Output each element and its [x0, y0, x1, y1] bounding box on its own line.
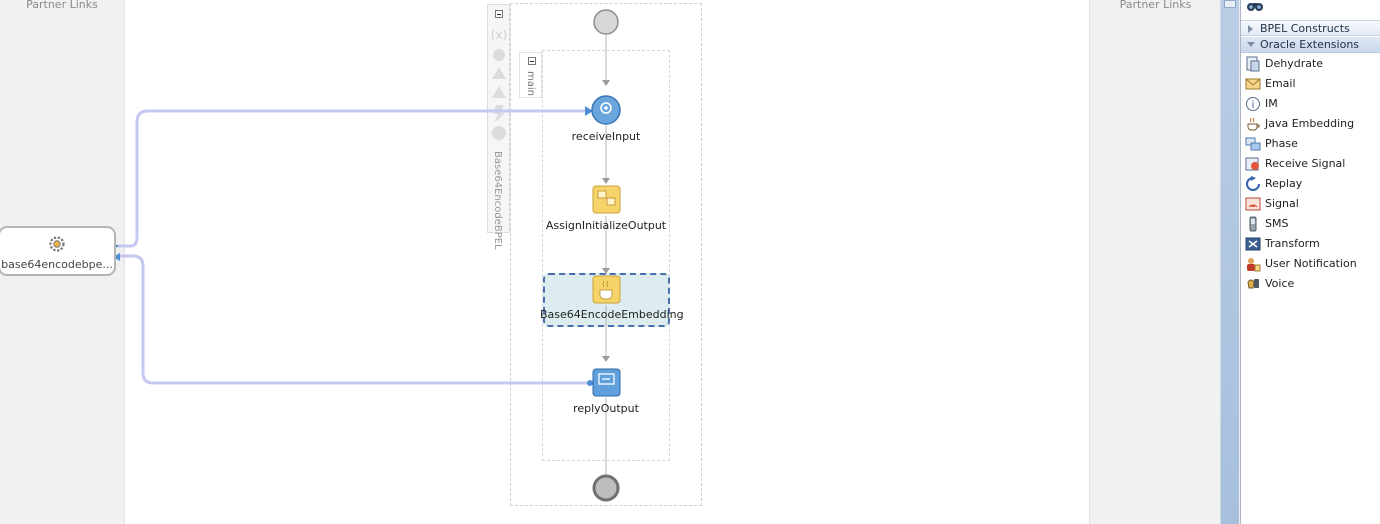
activity-receive-input[interactable]: receiveInput: [571, 130, 641, 143]
component-palette: BPEL Constructs Oracle Extensions Dehydr…: [1240, 0, 1380, 524]
palette-item-label: Voice: [1265, 277, 1295, 290]
expand-arrow-icon: [1248, 25, 1253, 33]
palette-item-email[interactable]: Email: [1241, 74, 1380, 94]
email-icon: [1245, 78, 1261, 90]
palette-item-dehydrate[interactable]: Dehydrate: [1241, 54, 1380, 74]
palette-item-sms[interactable]: SMS: [1241, 214, 1380, 234]
palette-item-transform[interactable]: Transform: [1241, 234, 1380, 254]
scope-name-label: Base64EncodeBPEL: [492, 151, 503, 250]
palette-item-user-notification[interactable]: User Notification: [1241, 254, 1380, 274]
palette-item-signal[interactable]: Signal: [1241, 194, 1380, 214]
receive-signal-icon: [1245, 157, 1259, 171]
collapse-main-button[interactable]: [528, 57, 536, 65]
palette-section-label: Oracle Extensions: [1260, 38, 1360, 51]
gear-icon: [49, 236, 65, 252]
palette-item-java-embedding[interactable]: Java Embedding: [1241, 114, 1380, 134]
activity-reply-output[interactable]: replyOutput: [573, 402, 639, 415]
partner-link-label: base64encodebpe...: [1, 258, 113, 271]
java-embedding-icon: [1247, 117, 1260, 131]
assign-icon: [592, 185, 621, 214]
palette-item-label: Transform: [1265, 237, 1320, 250]
dehydrate-icon: [1246, 56, 1260, 72]
palette-item-receive-signal[interactable]: Receive Signal: [1241, 154, 1380, 174]
svg-text:i: i: [1252, 100, 1255, 111]
palette-item-label: Dehydrate: [1265, 57, 1324, 70]
collapse-arrow-icon: [1247, 42, 1255, 47]
palette-item-replay[interactable]: Replay: [1241, 174, 1380, 194]
svg-text:(x): (x): [491, 28, 507, 42]
reply-icon: [592, 368, 621, 397]
palette-section-label: BPEL Constructs: [1260, 22, 1350, 35]
voice-icon: [1247, 279, 1259, 289]
signal-icon: [1245, 197, 1261, 211]
palette-item-im[interactable]: i IM: [1241, 94, 1380, 114]
partner-links-title-right: Partner Links: [1119, 0, 1192, 11]
collapse-scope-button[interactable]: [495, 10, 503, 18]
palette-item-label: Signal: [1265, 197, 1299, 210]
partner-links-lane-right: Partner Links: [1089, 0, 1221, 524]
transform-icon: [1245, 237, 1261, 251]
palette-scrollbar[interactable]: [1221, 0, 1239, 524]
activity-assign-initialize-output[interactable]: AssignInitializeOutput: [545, 219, 667, 232]
palette-section-bpel-constructs[interactable]: BPEL Constructs: [1241, 20, 1380, 36]
replay-icon: [1246, 176, 1260, 191]
sequence-name-label: main: [525, 71, 536, 96]
binoculars-icon[interactable]: [1246, 0, 1264, 13]
java-embedding-icon: [592, 275, 621, 304]
palette-item-label: IM: [1265, 97, 1278, 110]
palette-item-label: User Notification: [1265, 257, 1357, 270]
start-event-icon: [593, 9, 619, 35]
scope-tool-icons: (x): [491, 28, 507, 140]
palette-item-label: Phase: [1265, 137, 1298, 150]
main-sequence-tab: main: [519, 52, 542, 98]
palette-section-oracle-extensions[interactable]: Oracle Extensions: [1241, 37, 1380, 53]
palette-item-label: SMS: [1265, 217, 1289, 230]
receive-gear-icon: [591, 95, 621, 125]
partner-links-title-left: Partner Links: [26, 0, 98, 11]
sms-icon: [1249, 216, 1257, 232]
palette-scroll-thumb[interactable]: [1224, 0, 1236, 8]
process-scope[interactable]: [510, 3, 702, 506]
im-icon: i: [1246, 97, 1260, 111]
palette-item-voice[interactable]: Voice: [1241, 274, 1380, 294]
phase-icon: [1245, 137, 1261, 151]
palette-item-label: Email: [1265, 77, 1296, 90]
end-event-icon: [592, 474, 620, 502]
partner-link-service[interactable]: base64encodebpe...: [0, 226, 116, 276]
palette-item-label: Replay: [1265, 177, 1303, 190]
user-notification-icon: [1247, 258, 1261, 272]
palette-item-label: Java Embedding: [1265, 117, 1355, 130]
palette-item-label: Receive Signal: [1265, 157, 1346, 170]
activity-base64-encode-embedding[interactable]: Base64EncodeEmbedding: [540, 308, 684, 321]
palette-item-phase[interactable]: Phase: [1241, 134, 1380, 154]
scope-toolbar: (x) Base64EncodeBPEL: [487, 4, 510, 250]
